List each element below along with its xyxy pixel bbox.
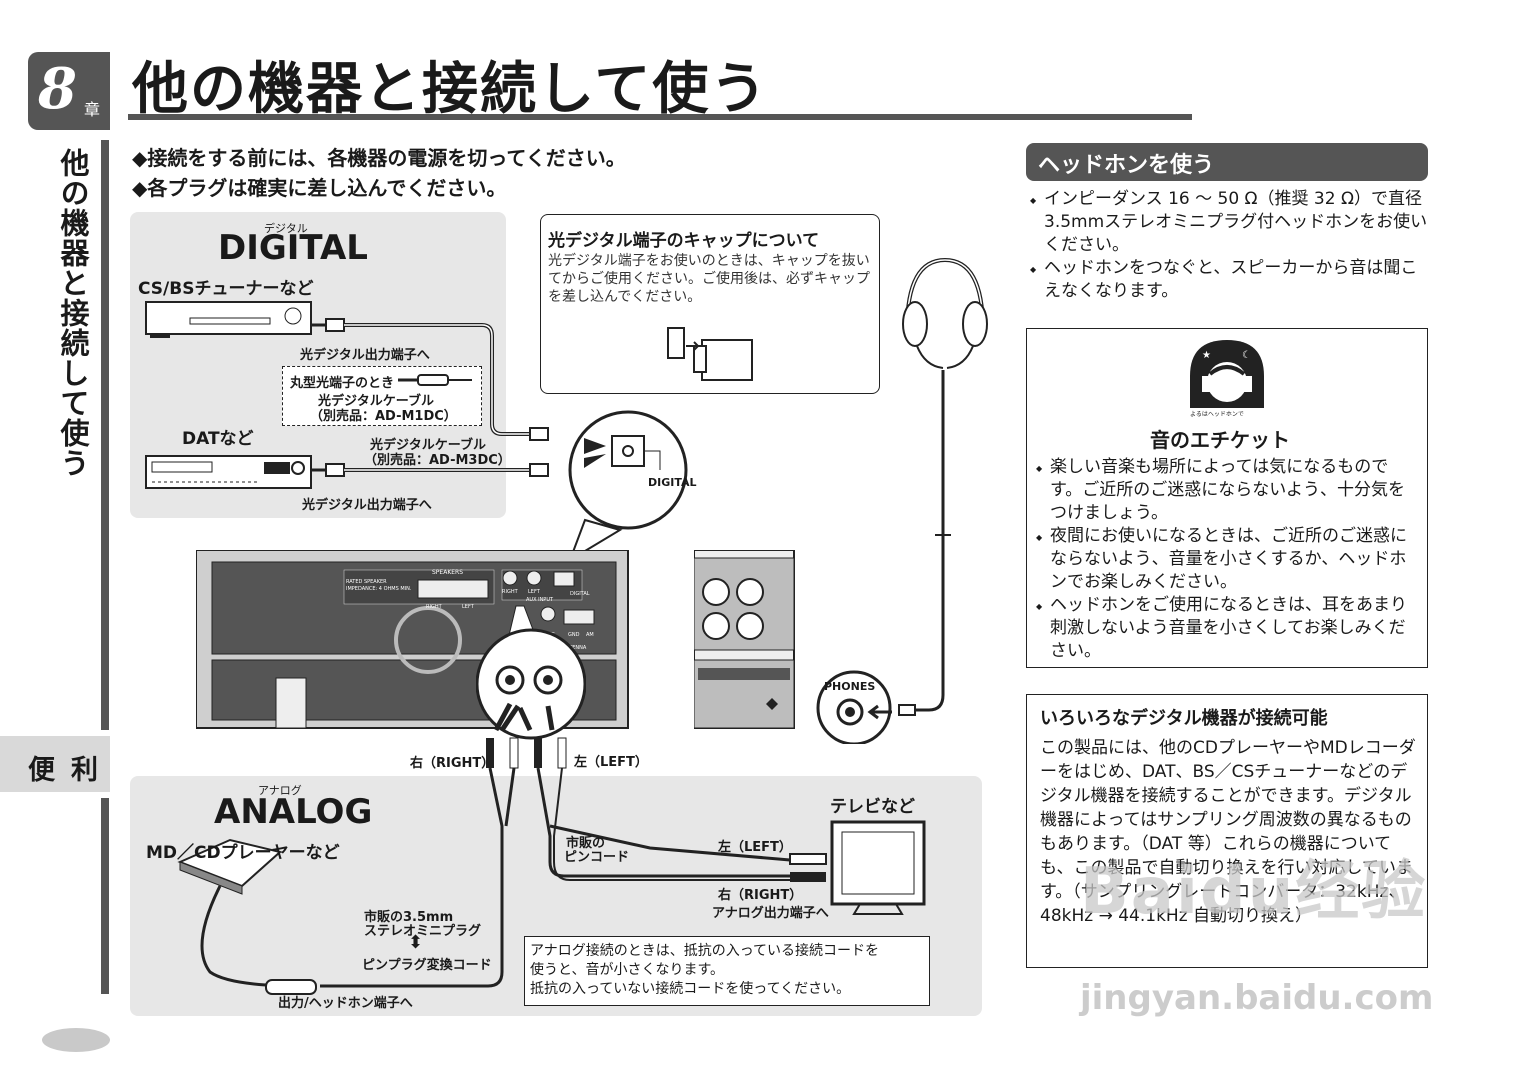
round-optical-line: （別売品：AD-M1DC） bbox=[310, 409, 457, 424]
chapter-number: 8 bbox=[38, 56, 77, 122]
aux-input-zoom bbox=[476, 605, 586, 740]
headphones-illustration bbox=[898, 257, 988, 716]
cap-info-title: 光デジタル端子のキャップについて bbox=[548, 231, 820, 251]
rca-right-label: 右（RIGHT） bbox=[410, 756, 495, 771]
pin-cord-label: ピンコード bbox=[564, 850, 630, 865]
adapter-cord-label: ピンプラグ変換コード bbox=[362, 958, 492, 973]
digital-devices-illustration bbox=[145, 301, 549, 489]
headphones-section-title: ヘッドホンを使う bbox=[1038, 153, 1215, 178]
headphones-section-header bbox=[1026, 143, 1428, 181]
svg-text:★: ★ bbox=[1202, 350, 1211, 361]
aux-right-label: RIGHT bbox=[502, 589, 518, 595]
round-optical-line: 丸型光端子のとき bbox=[290, 376, 395, 391]
digital-info-body: この製品には、他のCDプレーヤーやMDレコーダーをはじめ、DAT、BS／CSチュ… bbox=[1040, 738, 1416, 926]
headphones-bullets: インピーダンス 16 ～ 50 Ω（推奨 32 Ω）で直径3.5mmステレオミニ… bbox=[1030, 188, 1428, 303]
headphones-bullet: ヘッドホンをつなぐと、スピーカーから音は聞こえなくなります。 bbox=[1030, 257, 1428, 303]
analog-heading: ANALOG bbox=[214, 792, 373, 832]
optical-cap-icon bbox=[667, 327, 753, 381]
phones-jack-zoom bbox=[816, 670, 892, 744]
cable-label: 光デジタルケーブル bbox=[370, 438, 486, 453]
etiquette-bullet: 夜間にお使いになるときは、ご近所のご迷惑にならないよう、音量を小さくするか、ヘッ… bbox=[1036, 525, 1420, 594]
pin-cord-label: 市販の bbox=[566, 836, 606, 851]
digital-jack-label: DIGITAL bbox=[648, 476, 697, 489]
watermark-url: jingyan.baidu.com bbox=[1080, 978, 1434, 1018]
side-section-tab bbox=[0, 736, 110, 792]
tv-left-label: 左（LEFT） bbox=[718, 840, 792, 855]
analog-warning-box bbox=[524, 936, 930, 1006]
headphones-bullet: インピーダンス 16 ～ 50 Ω（推奨 32 Ω）で直径3.5mmステレオミニ… bbox=[1030, 188, 1428, 257]
rear-digital-label: DIGITAL bbox=[570, 591, 590, 597]
cap-info-body: 光デジタル端子をお使いのときは、キャップを抜いてからご使用ください。ご使用後は、… bbox=[548, 253, 870, 305]
tv-out-label: アナログ出力端子へ bbox=[712, 906, 829, 921]
plug-label: 市販の3.5mm bbox=[364, 910, 454, 925]
speaker-right-label: RIGHT bbox=[426, 604, 442, 610]
aux-left-label: LEFT bbox=[528, 589, 540, 595]
etiquette-title: 音のエチケット bbox=[1150, 428, 1290, 452]
page-title: 他の機器と接続して使う bbox=[132, 57, 769, 122]
headphone-out-label: 出力/ヘッドホン端子へ bbox=[278, 996, 413, 1011]
icon-caption: よるはヘッドホンで bbox=[1190, 411, 1244, 418]
device-label-tuner: CS/BSチューナーなど bbox=[138, 279, 314, 299]
svg-text:☾: ☾ bbox=[1242, 350, 1251, 361]
round-optical-line: 光デジタルケーブル bbox=[318, 394, 434, 409]
title-rule bbox=[128, 114, 1192, 120]
digital-ruby: デジタル bbox=[264, 222, 308, 235]
speaker-left-label: LEFT bbox=[462, 604, 474, 610]
am-label: AM bbox=[586, 632, 594, 638]
page-number-marker bbox=[42, 1028, 110, 1052]
optical-out-label: 光デジタル出力端子へ bbox=[300, 348, 430, 363]
cable-label: （別売品：AD-M3DC） bbox=[364, 453, 511, 468]
side-section-label: 便利 bbox=[28, 755, 114, 786]
aux-input-label: AUX INPUT bbox=[526, 597, 554, 603]
note-line: ◆各プラグは確実に差し込んでください。 bbox=[132, 176, 507, 200]
gnd-label: GND bbox=[568, 632, 580, 638]
side-rule bbox=[101, 140, 109, 730]
speakers-label: SPEAKERS bbox=[432, 569, 464, 576]
optical-cable-icon bbox=[398, 374, 472, 386]
etiquette-bullet: 楽しい音楽も場所によっては気になるものです。ご近所のご迷惑にならないよう、十分気… bbox=[1036, 456, 1420, 525]
analog-warning: アナログ接続のときは、抵抗の入っている接続コードを bbox=[530, 943, 880, 959]
night-headphones-icon: ★ ☾ bbox=[1190, 340, 1264, 416]
digital-info-box bbox=[1026, 694, 1428, 968]
impedance-label: RATED SPEAKER IMPEDANCE: 4 OHMS MIN. bbox=[346, 579, 412, 592]
digital-jack-zoom bbox=[568, 410, 688, 563]
analog-warning: 抵抗の入っていない接続コードを使ってください。 bbox=[530, 981, 851, 997]
chapter-suffix: 章 bbox=[84, 100, 101, 119]
adapter-arrow: ⬍ bbox=[408, 932, 424, 953]
etiquette-bullet: ヘッドホンをご使用になるときは、耳をあまり刺激しないよう音量を小さくしてお楽しみ… bbox=[1036, 594, 1420, 663]
watermark-text: Baidu经验 bbox=[1080, 855, 1428, 929]
etiquette-bullets: 楽しい音楽も場所によっては気になるものです。ご近所のご迷惑にならないよう、十分気… bbox=[1036, 456, 1420, 663]
device-label-dat: DATなど bbox=[182, 429, 254, 449]
side-rule bbox=[101, 798, 109, 994]
chapter-tab bbox=[28, 52, 110, 130]
tv-right-label: 右（RIGHT） bbox=[718, 888, 803, 903]
phones-label: PHONES bbox=[824, 680, 876, 693]
side-chapter-title: 他の機器と接続して使う bbox=[56, 148, 90, 478]
device-label-tv: テレビなど bbox=[830, 797, 915, 817]
analog-ruby: アナログ bbox=[258, 784, 302, 797]
plug-label: ステレオミニプラグ bbox=[364, 924, 482, 939]
digital-heading: DIGITAL bbox=[218, 228, 368, 268]
device-label-md: MD／CDプレーヤーなど bbox=[146, 843, 340, 863]
analog-warning: 使うと、音が小さくなります。 bbox=[530, 962, 725, 978]
rca-left-label: 左（LEFT） bbox=[574, 755, 648, 770]
antenna-label: ANTENNA bbox=[562, 645, 587, 651]
digital-info-title: いろいろなデジタル機器が接続可能 bbox=[1040, 708, 1328, 729]
round-optical-note-box bbox=[282, 366, 482, 426]
optical-out-label: 光デジタル出力端子へ bbox=[302, 498, 432, 513]
analog-cables-illustration bbox=[177, 737, 926, 995]
note-line: ◆接続をする前には、各機器の電源を切ってください。 bbox=[132, 146, 626, 170]
front-panel-illustration bbox=[694, 550, 795, 729]
